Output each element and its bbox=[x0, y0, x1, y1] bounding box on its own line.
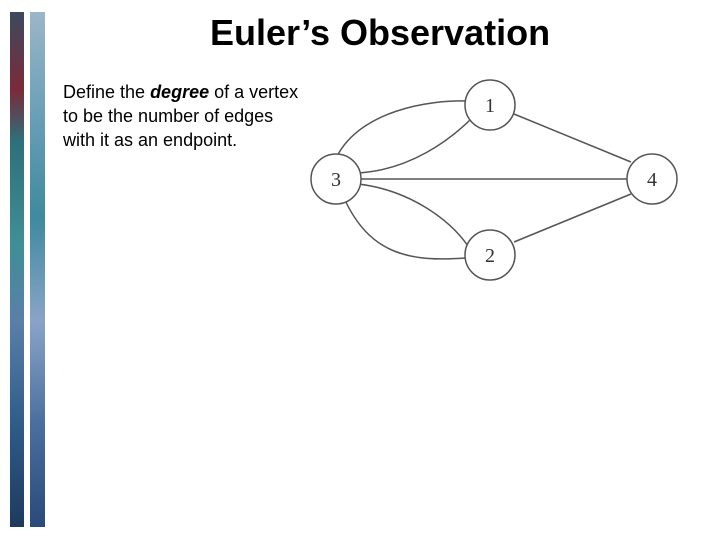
definition-text: Define the degree of a vertex to be the … bbox=[63, 80, 303, 152]
edge-3-2-outer bbox=[344, 198, 466, 259]
vertex-3: 3 bbox=[311, 154, 361, 204]
edge-3-2-upper bbox=[358, 184, 468, 246]
vertex-2-label: 2 bbox=[485, 245, 495, 267]
graph-diagram: 1 3 4 2 bbox=[300, 70, 700, 290]
vertex-3-label: 3 bbox=[331, 169, 341, 191]
vertex-2: 2 bbox=[465, 230, 515, 280]
definition-text-start: Define the bbox=[63, 82, 150, 102]
slide-title: Euler’s Observation bbox=[140, 10, 620, 56]
vertex-1: 1 bbox=[465, 80, 515, 130]
vertex-1-label: 1 bbox=[485, 95, 495, 117]
edge-3-1-outer bbox=[336, 101, 466, 158]
vertex-4-label: 4 bbox=[647, 169, 657, 191]
edge-3-1-inner bbox=[358, 118, 472, 173]
vertex-4: 4 bbox=[627, 154, 677, 204]
definition-term: degree bbox=[150, 82, 209, 102]
decorative-strip-right bbox=[30, 12, 45, 527]
decorative-strip-left bbox=[10, 12, 24, 527]
edge-1-4 bbox=[514, 114, 631, 162]
edge-2-4 bbox=[514, 194, 631, 242]
